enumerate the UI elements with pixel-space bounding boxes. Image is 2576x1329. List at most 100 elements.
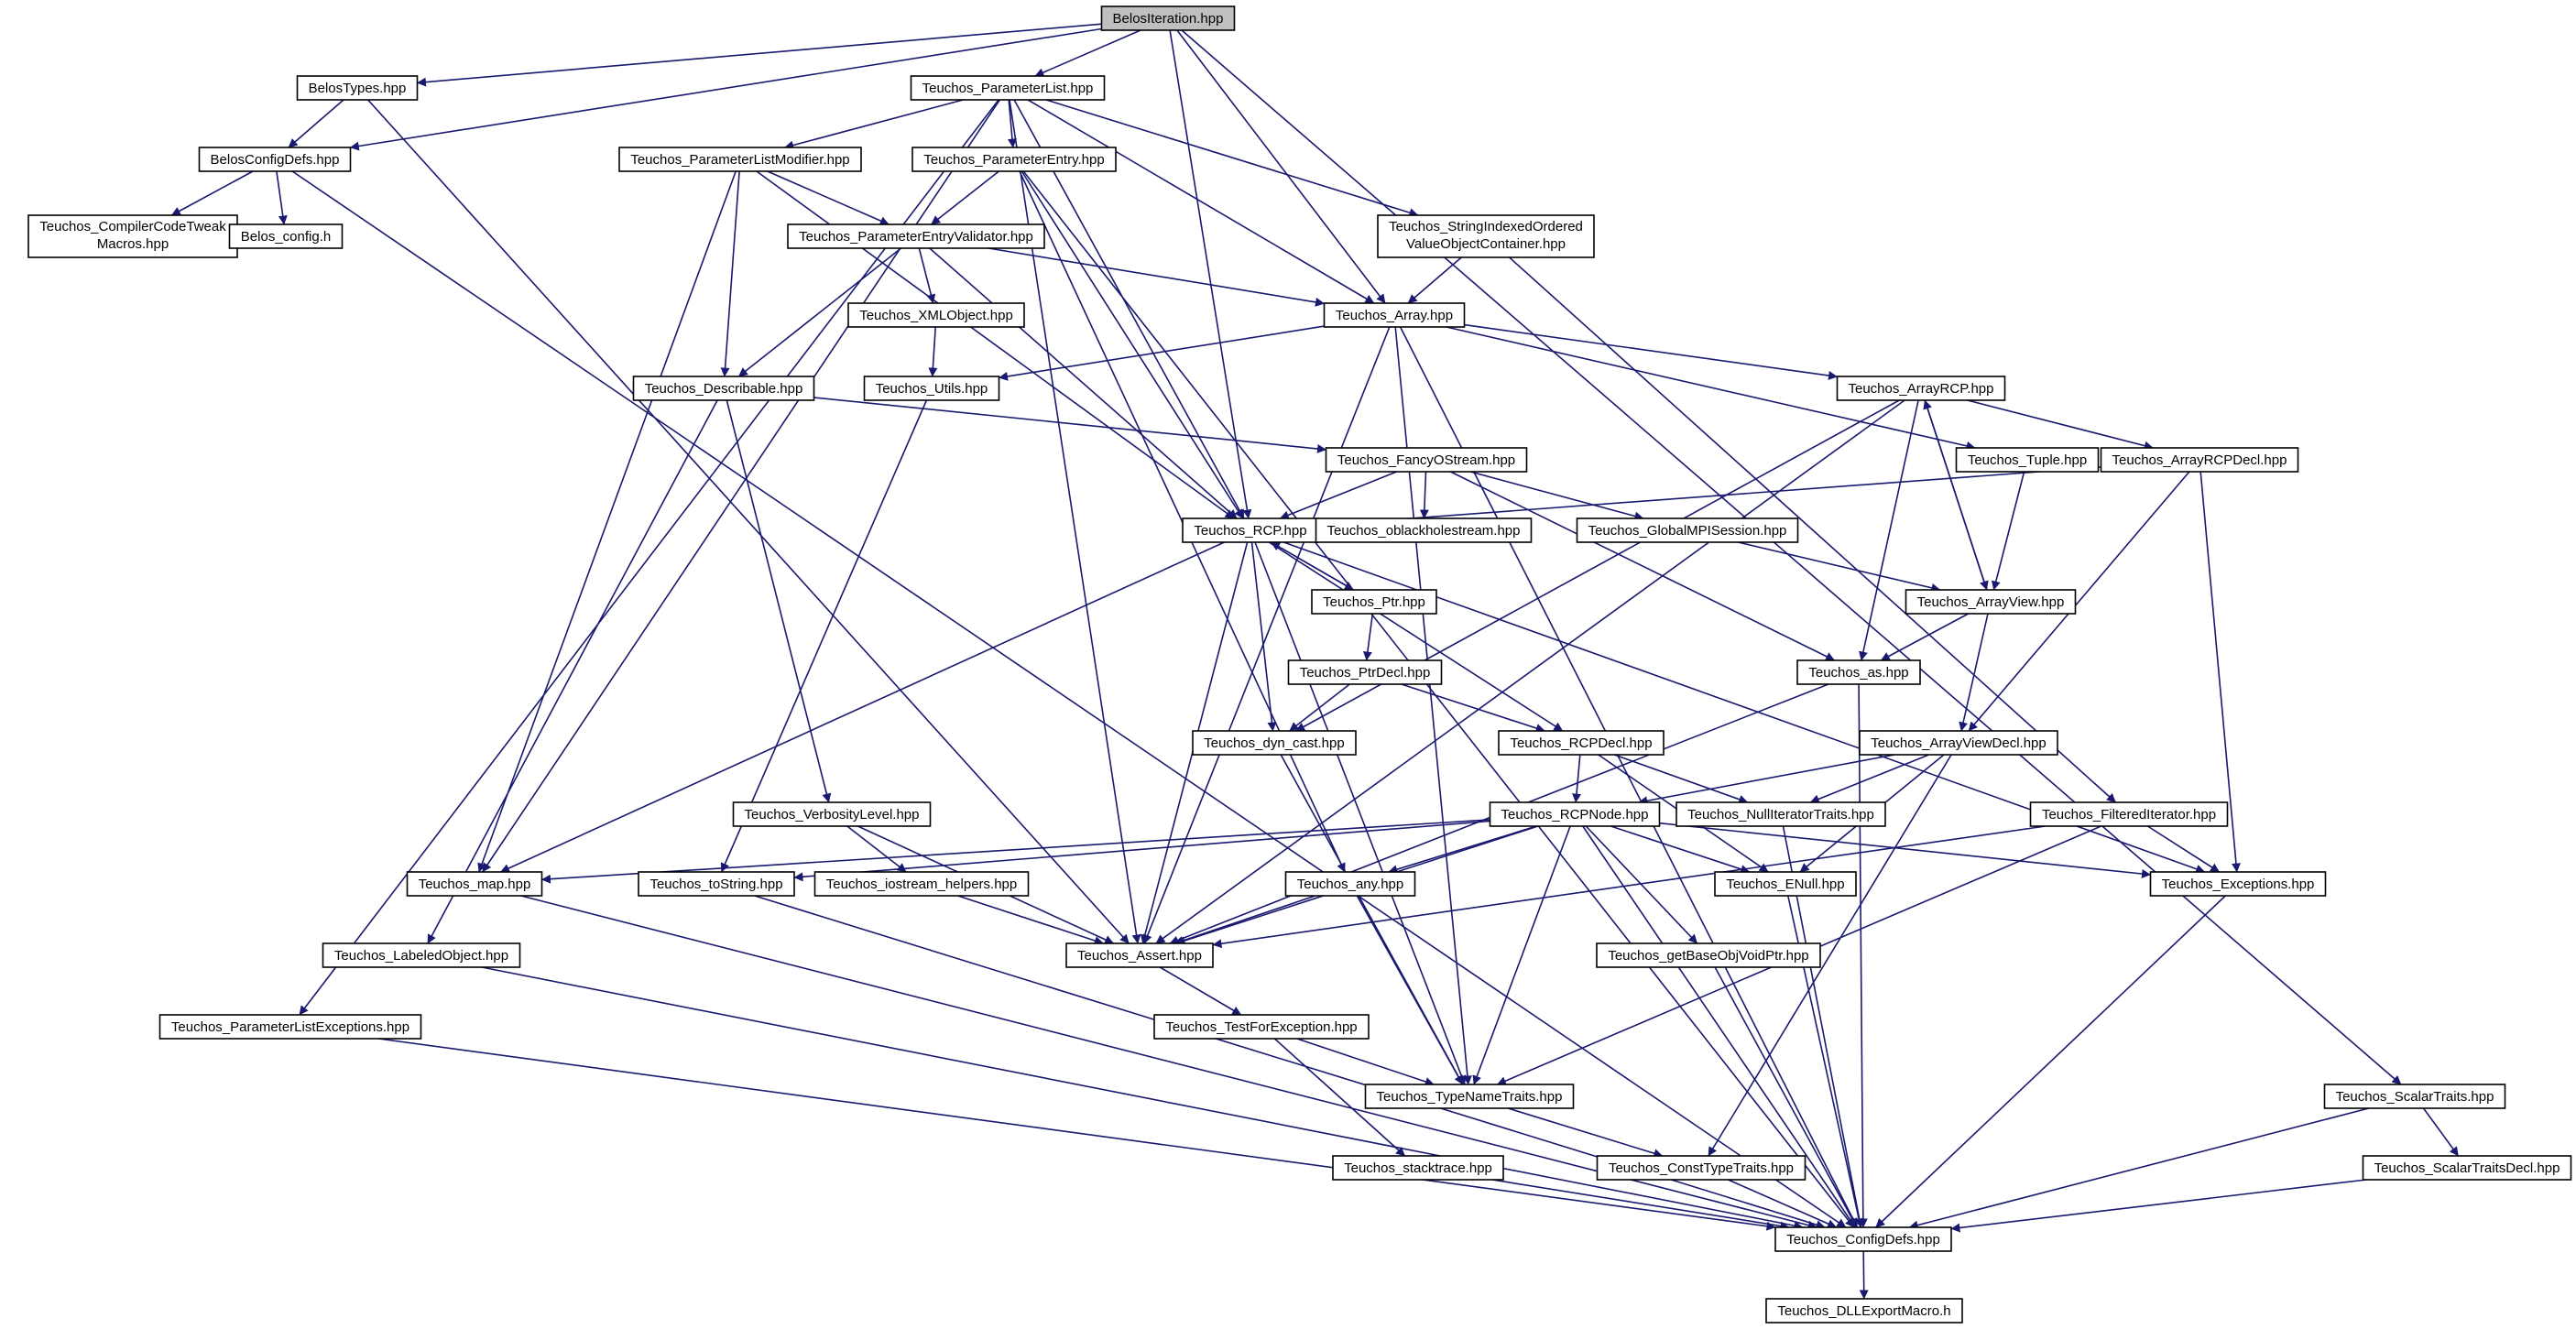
node-type_name_traits[interactable]: Teuchos_TypeNameTraits.hpp — [1364, 1084, 1575, 1109]
node-label: ValueObjectContainer.hpp — [1406, 236, 1566, 252]
edge-rcp_node-to-exceptions — [1659, 822, 2151, 878]
edge-scalar_traits_decl-to-config_defs — [1950, 1179, 2367, 1233]
node-param_list[interactable]: Teuchos_ParameterList.hpp — [910, 75, 1106, 101]
node-ptr[interactable]: Teuchos_Ptr.hpp — [1311, 589, 1437, 615]
node-param_list_exceptions[interactable]: Teuchos_ParameterListExceptions.hpp — [158, 1014, 422, 1040]
node-labeled_object[interactable]: Teuchos_LabeledObject.hpp — [322, 942, 521, 968]
node-array_rcp_decl[interactable]: Teuchos_ArrayRCPDecl.hpp — [2100, 447, 2299, 473]
edge-array-to-tuple — [1446, 326, 1976, 451]
node-belos_config_defs[interactable]: BelosConfigDefs.hpp — [198, 147, 352, 172]
node-box — [1859, 730, 2058, 756]
node-box — [1377, 214, 1595, 258]
node-box — [1675, 801, 1886, 827]
node-filtered_iter[interactable]: Teuchos_FilteredIterator.hpp — [2029, 801, 2229, 827]
node-string_indexed[interactable]: Teuchos_StringIndexedOrderedValueObjectC… — [1377, 214, 1595, 258]
node-oblackhole[interactable]: Teuchos_oblackholestream.hpp — [1315, 517, 1533, 543]
edge-param_entry_validator-to-rcp — [929, 247, 1238, 519]
node-config_defs[interactable]: Teuchos_ConfigDefs.hpp — [1774, 1226, 1952, 1252]
node-enull[interactable]: Teuchos_ENull.hpp — [1714, 871, 1857, 897]
node-label: Teuchos_DLLExportMacro.h — [1777, 1303, 1950, 1319]
edge-scalar_traits-to-config_defs — [1908, 1107, 2370, 1230]
node-belos_config_h[interactable]: Belos_config.h — [228, 223, 344, 249]
node-param_list_modifier[interactable]: Teuchos_ParameterListModifier.hpp — [618, 147, 862, 172]
node-box — [1836, 376, 2006, 401]
node-label: Teuchos_GlobalMPISession.hpp — [1588, 523, 1787, 539]
edge-const_type_traits-to-config_defs — [1728, 1179, 1837, 1228]
node-rcp[interactable]: Teuchos_RCP.hpp — [1182, 517, 1319, 543]
node-array_view_decl[interactable]: Teuchos_ArrayViewDecl.hpp — [1859, 730, 2058, 756]
edge-param_entry-to-rcp — [1021, 170, 1244, 519]
edge-belos_iteration-to-array — [1176, 29, 1386, 304]
node-scalar_traits[interactable]: Teuchos_ScalarTraits.hpp — [2323, 1084, 2506, 1109]
node-to_string[interactable]: Teuchos_toString.hpp — [638, 871, 795, 897]
edge-rcp_decl-to-null_iter — [1614, 754, 1749, 804]
node-label: Teuchos_ParameterEntry.hpp — [923, 152, 1104, 168]
edge-array_view-to-array_view_decl — [1959, 613, 1989, 732]
node-box — [1774, 1226, 1952, 1252]
node-stacktrace[interactable]: Teuchos_stacktrace.hpp — [1332, 1155, 1504, 1181]
edge-param_list-to-param_entry — [1007, 99, 1017, 148]
edge-array-to-config_defs — [1399, 326, 1859, 1228]
edge-scalar_traits-to-scalar_traits_decl — [2422, 1107, 2460, 1157]
node-box — [158, 1014, 422, 1040]
edge-param_entry-to-param_entry_validator — [931, 170, 999, 225]
node-tuple[interactable]: Teuchos_Tuple.hpp — [1955, 447, 2100, 473]
node-dll_export[interactable]: Teuchos_DLLExportMacro.h — [1765, 1298, 1963, 1324]
node-label: Teuchos_as.hpp — [1808, 665, 1908, 681]
edge-belos_config_defs-to-config_defs — [291, 170, 1847, 1228]
node-rcp_decl[interactable]: Teuchos_RCPDecl.hpp — [1498, 730, 1665, 756]
node-ptr_decl[interactable]: Teuchos_PtrDecl.hpp — [1287, 659, 1443, 685]
node-box — [1765, 1298, 1963, 1324]
node-describable[interactable]: Teuchos_Describable.hpp — [632, 376, 815, 401]
node-fancy_ostream[interactable]: Teuchos_FancyOStream.hpp — [1325, 447, 1528, 473]
node-xml_object[interactable]: Teuchos_XMLObject.hpp — [847, 302, 1025, 328]
node-iostream_helpers[interactable]: Teuchos_iostream_helpers.hpp — [813, 871, 1030, 897]
edge-ptr_decl-to-dyn_cast — [1289, 683, 1350, 732]
edge-fancy_ostream-to-global_mpi — [1469, 471, 1644, 521]
node-box — [813, 871, 1030, 897]
edge-rcp-to-type_name_traits — [1254, 541, 1467, 1085]
node-param_entry_validator[interactable]: Teuchos_ParameterEntryValidator.hpp — [787, 223, 1045, 249]
node-array[interactable]: Teuchos_Array.hpp — [1323, 302, 1466, 328]
node-belos_types[interactable]: BelosTypes.hpp — [296, 75, 419, 101]
node-label: Teuchos_Assert.hpp — [1077, 948, 1202, 964]
node-verbosity[interactable]: Teuchos_VerbosityLevel.hpp — [732, 801, 932, 827]
node-utils[interactable]: Teuchos_Utils.hpp — [863, 376, 1000, 401]
node-null_iter[interactable]: Teuchos_NullIteratorTraits.hpp — [1675, 801, 1886, 827]
node-as[interactable]: Teuchos_as.hpp — [1796, 659, 1921, 685]
node-assert[interactable]: Teuchos_Assert.hpp — [1065, 942, 1214, 968]
node-rcp_node[interactable]: Teuchos_RCPNode.hpp — [1489, 801, 1661, 827]
edge-param_list_modifier-to-param_entry_validator — [767, 170, 890, 225]
node-box — [2029, 801, 2229, 827]
node-label: Teuchos_Array.hpp — [1336, 308, 1453, 323]
node-belos_iteration[interactable]: BelosIteration.hpp — [1100, 5, 1236, 31]
node-box — [2149, 871, 2327, 897]
edge-rcp_node-to-get_base_obj — [1585, 825, 1698, 944]
node-exceptions[interactable]: Teuchos_Exceptions.hpp — [2149, 871, 2327, 897]
node-array_rcp[interactable]: Teuchos_ArrayRCP.hpp — [1836, 376, 2006, 401]
edge-array_rcp_decl-to-array_view_decl — [1968, 471, 2190, 732]
node-get_base_obj[interactable]: Teuchos_getBaseObjVoidPtr.hpp — [1596, 942, 1821, 968]
node-label: Teuchos_ConstTypeTraits.hpp — [1609, 1160, 1794, 1176]
edge-belos_iteration-to-param_list — [1034, 29, 1141, 77]
node-box — [910, 75, 1106, 101]
node-global_mpi[interactable]: Teuchos_GlobalMPISession.hpp — [1576, 517, 1799, 543]
node-const_type_traits[interactable]: Teuchos_ConstTypeTraits.hpp — [1596, 1155, 1806, 1181]
node-scalar_traits_decl[interactable]: Teuchos_ScalarTraitsDecl.hpp — [2362, 1155, 2572, 1181]
edge-filtered_iter-to-assert — [1212, 825, 2046, 949]
node-map[interactable]: Teuchos_map.hpp — [406, 871, 543, 897]
node-box — [1489, 801, 1661, 827]
node-box — [1714, 871, 1857, 897]
node-label: Teuchos_TypeNameTraits.hpp — [1377, 1089, 1563, 1105]
node-label: Teuchos_Describable.hpp — [645, 381, 803, 397]
node-array_view[interactable]: Teuchos_ArrayView.hpp — [1905, 589, 2077, 615]
node-test_for_exception[interactable]: Teuchos_TestForException.hpp — [1153, 1014, 1370, 1040]
node-box — [732, 801, 932, 827]
node-label: Teuchos_Exceptions.hpp — [2162, 877, 2315, 892]
edge-string_indexed-to-array — [1407, 256, 1462, 304]
node-any[interactable]: Teuchos_any.hpp — [1284, 871, 1416, 897]
node-param_entry[interactable]: Teuchos_ParameterEntry.hpp — [911, 147, 1117, 172]
node-dyn_cast[interactable]: Teuchos_dyn_cast.hpp — [1192, 730, 1357, 756]
